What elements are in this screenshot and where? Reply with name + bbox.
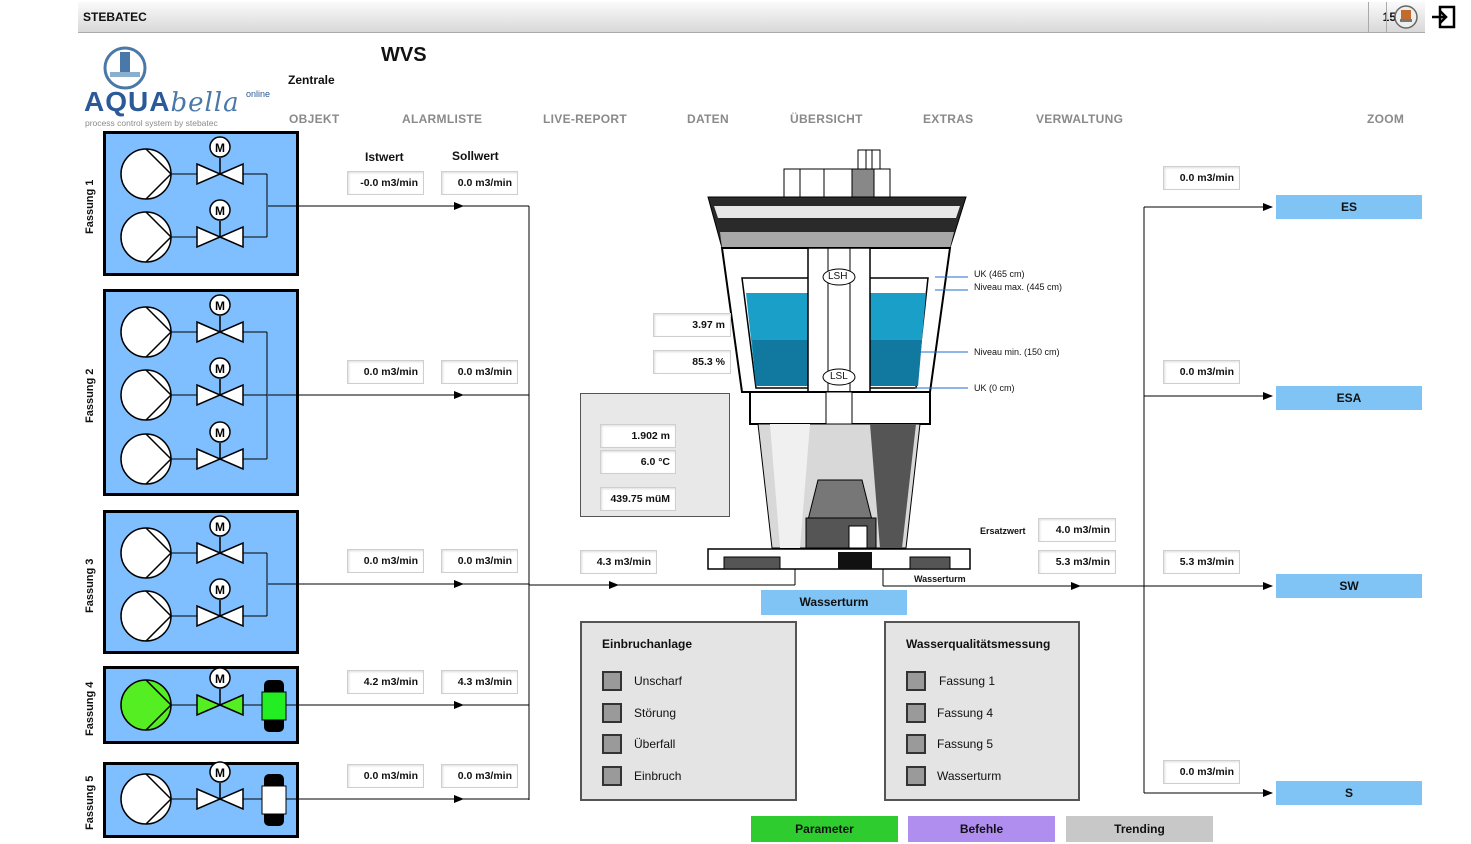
user-avatar-icon — [1394, 5, 1418, 29]
fassung-2-istwert: 0.0 m3/min — [347, 360, 424, 384]
fassung-2-pumps — [120, 294, 268, 485]
logo-tagline: process control system by stebatec — [85, 118, 218, 128]
fassung-2-sollwert[interactable]: 0.0 m3/min — [441, 360, 518, 384]
wq-fassung-1-label: Fassung 1 — [939, 674, 996, 688]
fassung-4-pumps: M — [120, 667, 297, 732]
ersatzwert-value[interactable]: 4.0 m3/min — [1038, 518, 1116, 542]
tower-level-pct: 85.3 % — [653, 350, 731, 374]
einbruch-unscharf-label: Unscharf — [634, 674, 683, 688]
dest-esa-button[interactable]: ESA — [1276, 386, 1422, 410]
fassung-4-sollwert[interactable]: 4.3 m3/min — [441, 670, 518, 694]
page-title: WVS — [381, 44, 427, 66]
niveau-max-label: Niveau max. (445 cm) — [974, 282, 1063, 292]
fassung-5-istwert: 0.0 m3/min — [347, 764, 424, 788]
tower-outflow: 5.3 m3/min — [1038, 550, 1116, 574]
fassung-5-pumps — [120, 761, 297, 826]
nav-alarmliste[interactable]: ALARMLISTE — [402, 112, 483, 126]
nav-daten[interactable]: DATEN — [687, 112, 729, 126]
logo-script: bella — [170, 88, 240, 118]
fassung-5-sollwert[interactable]: 0.0 m3/min — [441, 764, 518, 788]
tower-level-m: 3.97 m — [653, 313, 731, 337]
tower-inflow: 4.3 m3/min — [580, 550, 657, 574]
wq-fassung-5-label: Fassung 5 — [937, 737, 994, 751]
wq-fassung-4-indicator — [906, 703, 926, 723]
logo-main: AQUA — [84, 86, 171, 117]
einbruch-einbruch-label: Einbruch — [634, 769, 682, 783]
nav-extras[interactable]: EXTRAS — [923, 112, 974, 126]
nav-zoom[interactable]: ZOOM — [1367, 112, 1405, 126]
nav-verwaltung[interactable]: VERWALTUNG — [1036, 112, 1124, 126]
wq-wasserturm-label: Wasserturm — [937, 769, 1002, 783]
dest-sw-button[interactable]: SW — [1276, 574, 1422, 598]
nav-live-report[interactable]: LIVE-REPORT — [543, 112, 627, 126]
niveau-min-label: Niveau min. (150 cm) — [974, 347, 1060, 357]
dest-s-button[interactable]: S — [1276, 781, 1422, 805]
measure-depth: 1.902 m — [600, 424, 676, 448]
logo-online: online — [246, 89, 271, 99]
ersatzwert-label: Ersatzwert — [980, 526, 1026, 536]
einbruch-ueberfall-label: Überfall — [634, 737, 676, 751]
measure-height: 439.75 müM — [600, 487, 676, 511]
s-flow: 0.0 m3/min — [1163, 760, 1240, 784]
inflow-lines — [268, 202, 796, 803]
logout-icon[interactable] — [1430, 5, 1458, 29]
wq-title: Wasserqualitätsmessung — [906, 637, 1051, 651]
trending-button[interactable]: Trending — [1066, 816, 1213, 842]
esa-flow: 0.0 m3/min — [1163, 360, 1240, 384]
istwert-header: Istwert — [365, 150, 404, 164]
nav-uebersicht[interactable]: ÜBERSICHT — [790, 112, 863, 126]
svg-text:M: M — [215, 672, 225, 686]
wq-fassung-1-indicator — [906, 671, 926, 691]
dest-es-button[interactable]: ES — [1276, 195, 1422, 219]
measure-temp: 6.0 °C — [600, 450, 676, 474]
es-flow: 0.0 m3/min — [1163, 166, 1240, 190]
fassung-3-sollwert[interactable]: 0.0 m3/min — [441, 549, 518, 573]
wq-panel: Wasserqualitätsmessung Fassung 1 Fassung… — [884, 621, 1080, 801]
sw-flow: 5.3 m3/min — [1163, 550, 1240, 574]
top-bar: STEBATEC 15:50 — [78, 2, 1456, 33]
fassung-4-istwert: 4.2 m3/min — [347, 670, 424, 694]
wq-fassung-4-label: Fassung 4 — [937, 706, 994, 720]
befehle-button[interactable]: Befehle — [908, 816, 1055, 842]
einbruch-unscharf-indicator — [602, 671, 622, 691]
einbruch-einbruch-indicator — [602, 766, 622, 786]
lsh-sensor: LSH — [828, 271, 848, 282]
uk-bottom-label: UK (0 cm) — [974, 383, 1015, 393]
outflow-label: Wasserturm — [914, 574, 966, 584]
water-tower — [707, 149, 971, 570]
fassung-3-pumps — [120, 515, 268, 642]
wq-wasserturm-indicator — [906, 766, 926, 786]
brand-label: STEBATEC — [83, 10, 147, 24]
einbruch-stoerung-indicator — [602, 703, 622, 723]
user-avatar[interactable] — [1386, 2, 1426, 32]
logo-text: AQUAbella — [84, 86, 240, 118]
fassung-1-istwert: -0.0 m3/min — [347, 171, 424, 195]
parameter-button[interactable]: Parameter — [751, 816, 898, 842]
fassung-1-sollwert[interactable]: 0.0 m3/min — [441, 171, 518, 195]
einbruch-panel: Einbruchanlage Unscharf Störung Überfall… — [580, 621, 797, 801]
outflow-lines — [882, 203, 1273, 797]
wq-fassung-5-indicator — [906, 734, 926, 754]
fassung-1-pumps — [120, 136, 268, 263]
fassung-3-istwert: 0.0 m3/min — [347, 549, 424, 573]
lsl-sensor: LSL — [830, 371, 848, 382]
sollwert-header: Sollwert — [452, 149, 499, 163]
aquabella-logo-icon — [103, 46, 147, 90]
einbruch-title: Einbruchanlage — [602, 637, 693, 651]
wasserturm-button[interactable]: Wasserturm — [761, 590, 907, 615]
einbruch-ueberfall-indicator — [602, 734, 622, 754]
uk-top-label: UK (465 cm) — [974, 269, 1025, 279]
nav-objekt[interactable]: OBJEKT — [289, 112, 340, 126]
einbruch-stoerung-label: Störung — [634, 706, 677, 720]
page-subtitle: Zentrale — [288, 73, 335, 87]
